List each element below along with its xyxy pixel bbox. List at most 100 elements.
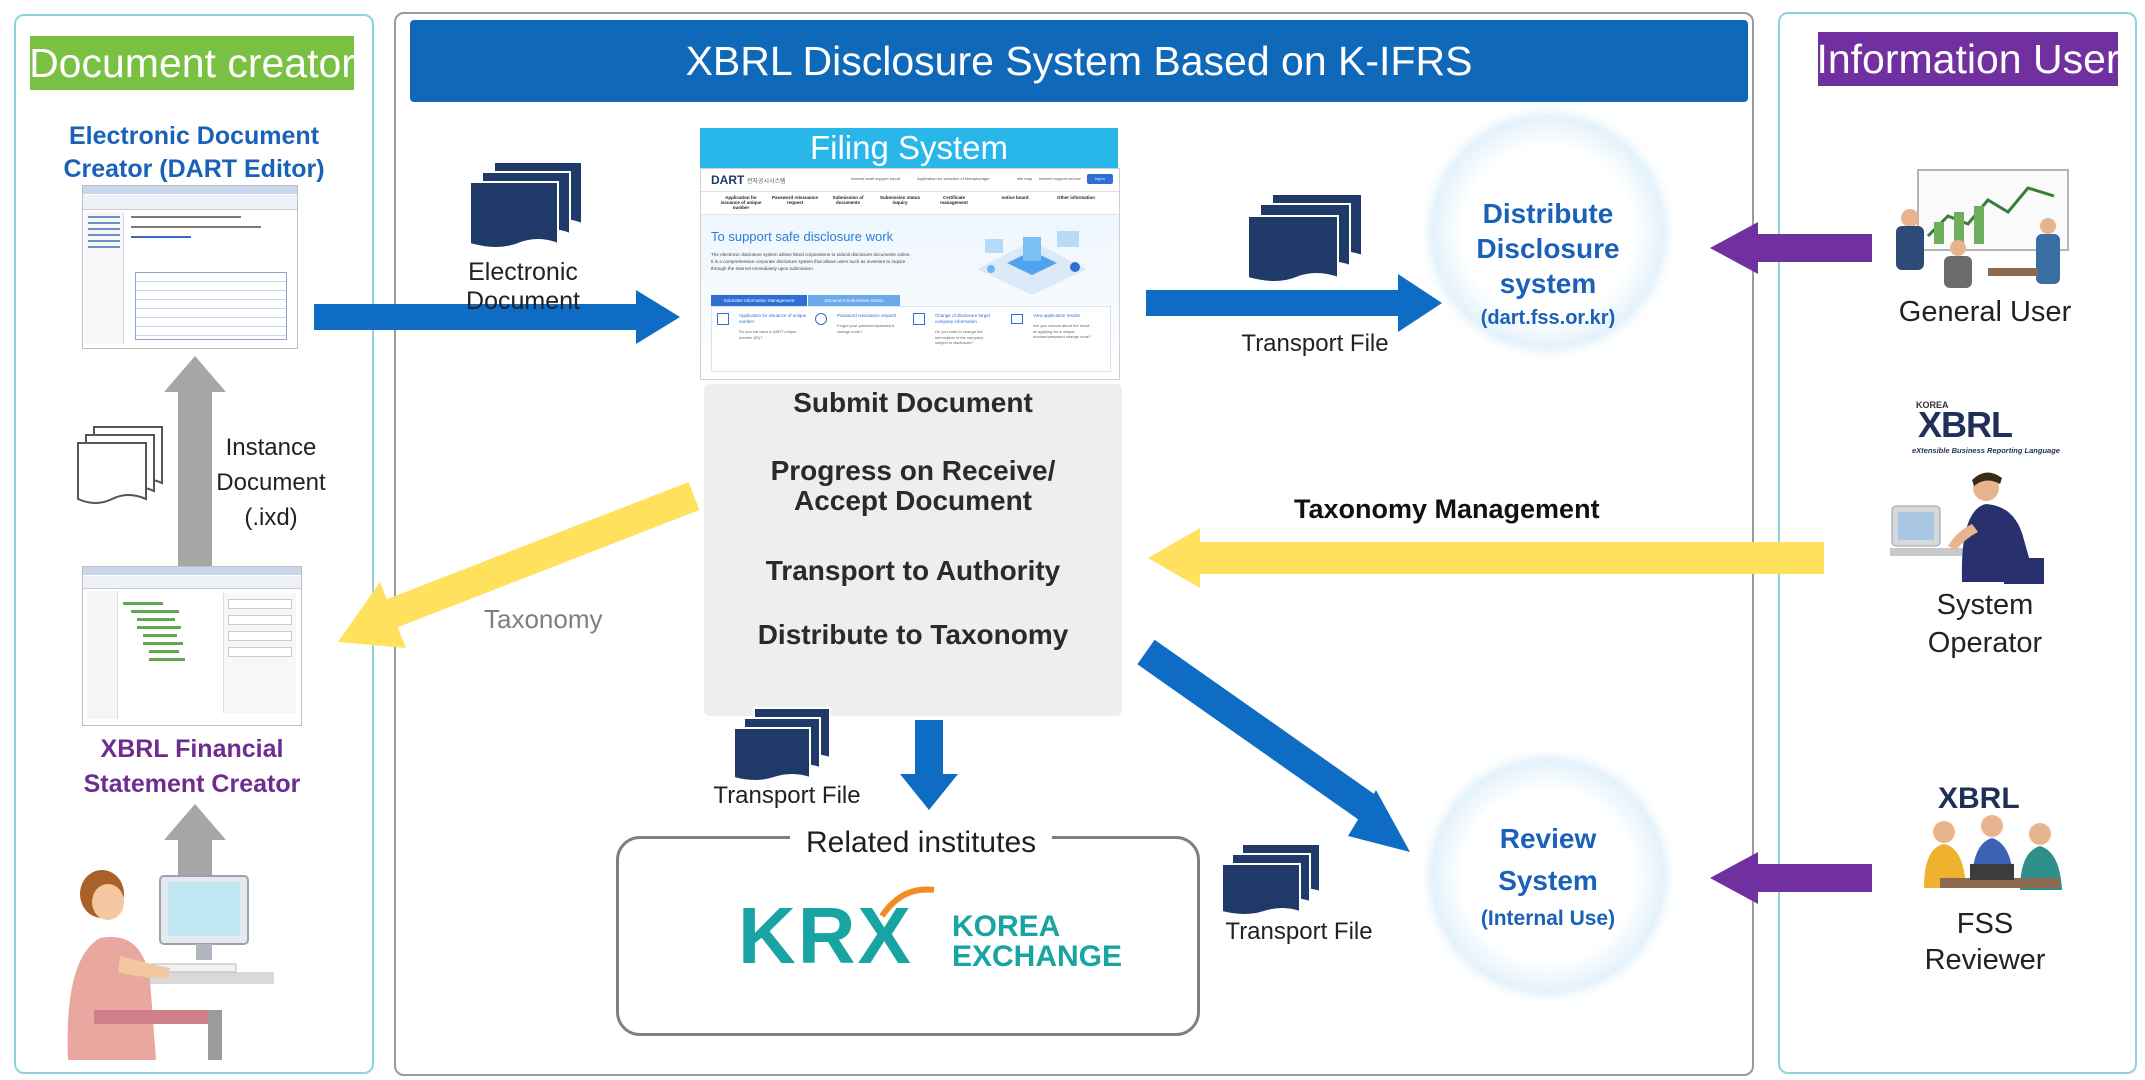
krx-name-line-1: KOREA: [952, 910, 1061, 943]
instance-line-2: Document: [216, 469, 326, 496]
instance-document-label: Instance Document (.ixd): [206, 430, 336, 535]
editor-toolbar: [83, 195, 297, 210]
fss-reviewer-icon: XBRL: [1924, 780, 2062, 890]
editor-text-lines: [131, 216, 281, 256]
dart-card-3[interactable]: Change of disclosure target company info…: [913, 313, 1003, 346]
system-operator-line-2: Operator: [1927, 627, 2043, 659]
step-progress-line-2: Accept Document: [793, 485, 1033, 516]
distribute-line-1: Distribute: [1482, 198, 1614, 229]
transport-file-bottom-icon: [733, 707, 831, 782]
dart-nav-6[interactable]: notice board: [1001, 195, 1029, 200]
review-system-text: Review System (Internal Use): [1432, 818, 1664, 936]
dart-card-1-text: Do you not have a DART unique number (ID…: [739, 329, 797, 340]
fss-xbrl-text: XBRL: [1938, 782, 2020, 815]
dart-tab-active[interactable]: Submitter Information Management: [711, 295, 807, 306]
dart-cards: [711, 306, 1111, 372]
krx-logo: KRX KOREA EXCHANGE: [738, 886, 1122, 998]
system-title-header: XBRL Disclosure System Based on K-IFRS: [410, 20, 1748, 102]
xbrl-creator-label: XBRL Financial Statement Creator: [83, 735, 301, 798]
instance-line-1: Instance: [225, 434, 317, 461]
dart-editor-label: Electronic Document Creator (DART Editor…: [63, 122, 325, 183]
dart-card-1[interactable]: Application for issuance of unique numbe…: [717, 313, 807, 340]
transport-file-bottom-label: Transport File: [713, 782, 861, 809]
dart-hero-illustration: [977, 231, 1087, 295]
system-operator-label: System Operator: [1880, 586, 2090, 662]
general-user-icon: [1896, 169, 2069, 288]
review-line-2: System: [1498, 865, 1598, 896]
instance-document-icon: [77, 426, 163, 504]
review-line-3: (Internal Use): [1480, 907, 1616, 930]
dart-card-3-text: Do you want to change the information of…: [935, 329, 984, 345]
dart-card-2-text: Forgot your password/password change cod…: [837, 323, 894, 334]
dart-toplink-3[interactable]: site map: [1017, 176, 1033, 181]
dart-login-button[interactable]: log in: [1087, 174, 1113, 184]
dart-nav-7[interactable]: Other information: [1057, 195, 1095, 200]
taxonomy-label: Taxonomy: [484, 604, 603, 634]
purple-arrow-general-user: [1710, 222, 1872, 274]
filing-system-header: Filing System: [700, 128, 1118, 168]
transport-file-top-icon: [1247, 193, 1363, 283]
electronic-document-icon: [469, 161, 583, 249]
distribute-system-text: Distribute Disclosure system (dart.fss.o…: [1432, 196, 1664, 335]
dart-hero-title: To support safe disclosure work: [711, 229, 894, 244]
dart-nav-4[interactable]: Submission status inquiry: [879, 195, 920, 205]
information-user-header: Information User: [1816, 32, 2120, 86]
creator-green-tree: [123, 597, 185, 697]
fss-reviewer-label: FSS Reviewer: [1880, 906, 2090, 978]
editor-table: [135, 272, 287, 340]
dart-hero-line-2: It is a comprehensive corporate disclosu…: [711, 259, 906, 264]
krx-logo-text: KRX: [738, 891, 913, 980]
dart-topbar: DART 전자공시시스템 Internal audit support repo…: [701, 169, 1119, 192]
dart-card-4[interactable]: View application results Are you curious…: [1011, 313, 1101, 340]
transport-file-review-icon: [1221, 843, 1321, 916]
dart-editor-screenshot: [82, 185, 298, 349]
document-creator-panel: [14, 14, 374, 1074]
system-operator-icon: [1890, 472, 2044, 584]
creator-toolbar: [83, 576, 301, 589]
blue-arrow-related-institutes: [900, 720, 958, 810]
transport-file-review-label: Transport File: [1225, 918, 1373, 945]
dart-nav-3[interactable]: Submission of documents: [832, 195, 864, 205]
general-user-label: General User: [1898, 296, 2072, 328]
dart-card-4-title: View application results: [1033, 313, 1080, 318]
dart-hero-text: The electronic disclosure system allows …: [711, 251, 961, 272]
dart-nav-5[interactable]: Certificate management: [940, 195, 968, 205]
fss-reviewer-line-1: FSS: [1956, 908, 2014, 940]
distribute-line-3: system: [1499, 268, 1597, 299]
dart-tab-inactive[interactable]: Document Submission Status: [808, 295, 900, 306]
dart-card-4-text: Are you curious about the result of appl…: [1033, 323, 1092, 339]
step-distribute-taxonomy: Distribute to Taxonomy: [757, 619, 1069, 650]
dart-toplink-2[interactable]: Application for selection of Metaphorage…: [917, 176, 990, 181]
dart-website-screenshot: DART 전자공시시스템 Internal audit support repo…: [700, 168, 1120, 380]
purple-arrow-fss-reviewer: [1710, 852, 1872, 904]
dart-card-3-title: Change of disclosure target company info…: [935, 313, 991, 324]
related-institutes-label: Related institutes: [790, 826, 1053, 860]
dart-nav-1[interactable]: Application for issuance of unique numbe…: [720, 195, 762, 210]
yellow-arrow-taxonomy: [338, 482, 700, 648]
dart-toplink-1[interactable]: Internal audit support report: [851, 176, 901, 181]
krx-swoosh-icon: [879, 886, 935, 918]
distribute-system-circle: [1432, 116, 1664, 348]
creator-titlebar: [83, 567, 301, 575]
dart-toplink-4[interactable]: Internet support service: [1039, 176, 1081, 181]
dart-nav-2[interactable]: Password reissuance request: [771, 195, 819, 205]
instance-line-3: (.ixd): [244, 504, 298, 531]
korea-xbrl-badge: KOREA XBRL eXtensible Business Reporting…: [1912, 400, 2060, 460]
xbrl-badge-subtitle: eXtensible Business Reporting Language: [1912, 446, 2060, 455]
system-operator-line-1: System: [1936, 589, 2034, 621]
distribute-line-4: (dart.fss.or.kr): [1480, 307, 1616, 329]
xbrl-badge-logo: XBRL: [1918, 404, 2013, 445]
blue-arrow-electronic-document: [314, 290, 680, 344]
distribute-line-2: Disclosure: [1476, 233, 1620, 264]
dart-card-2[interactable]: Password reissuance request Forgot your …: [815, 313, 905, 334]
electronic-document-label: Electronic Document: [466, 258, 580, 315]
fss-reviewer-line-2: Reviewer: [1924, 944, 2046, 976]
blue-arrow-transport-review: [1137, 639, 1410, 852]
dart-card-1-title: Application for issuance of unique numbe…: [739, 313, 807, 324]
dart-card-2-title: Password reissuance request: [837, 313, 897, 318]
step-transport-authority: Transport to Authority: [765, 555, 1061, 586]
xbrl-badge-korea: KOREA: [1916, 400, 1949, 410]
transport-file-top-label: Transport File: [1241, 330, 1389, 357]
blue-arrow-transport-distribute: [1146, 274, 1442, 332]
